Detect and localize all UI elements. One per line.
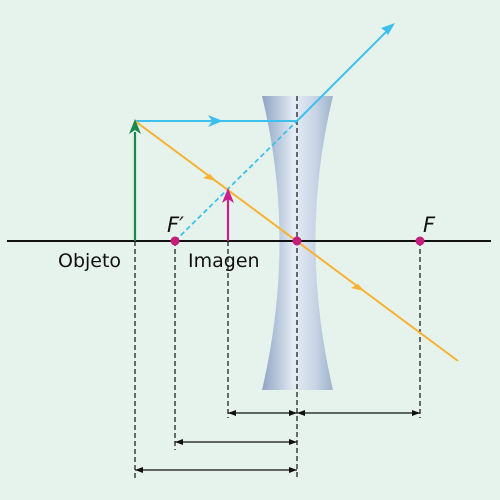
focal-point-right: [415, 236, 425, 246]
focal-length-right-head-right: [412, 410, 420, 416]
image-distance-head-left: [228, 410, 236, 416]
image-label: Imagen: [188, 250, 260, 272]
focal-length-right-head-left: [297, 410, 305, 416]
distance-markers: [135, 410, 420, 473]
central-ray-arrowhead-1: [203, 169, 216, 181]
focal-length-left-head-right: [289, 439, 297, 445]
object-arrow: [129, 119, 141, 241]
focal-length-left-head-left: [175, 439, 183, 445]
central-ray-arrowhead-2: [351, 279, 364, 291]
image-arrow: [222, 188, 234, 241]
parallel-ray: [135, 23, 395, 127]
virtual-ray-extension: [174, 120, 298, 242]
focal-left-label: F′: [167, 213, 184, 237]
parallel-ray-arrowhead: [208, 115, 223, 127]
image-distance-head-right: [289, 410, 297, 416]
focal-point-left: [170, 236, 180, 246]
focal-right-label: F: [423, 213, 436, 237]
dashed-reference-lines: [134, 96, 421, 480]
image-arrowhead: [222, 188, 234, 203]
object-distance-head-right: [289, 467, 297, 473]
object-arrowhead: [129, 119, 141, 134]
refracted-ray-arrowhead: [381, 23, 395, 35]
object-distance-head-left: [135, 467, 143, 473]
object-label: Objeto: [58, 250, 121, 272]
lens-center-point: [292, 236, 302, 246]
